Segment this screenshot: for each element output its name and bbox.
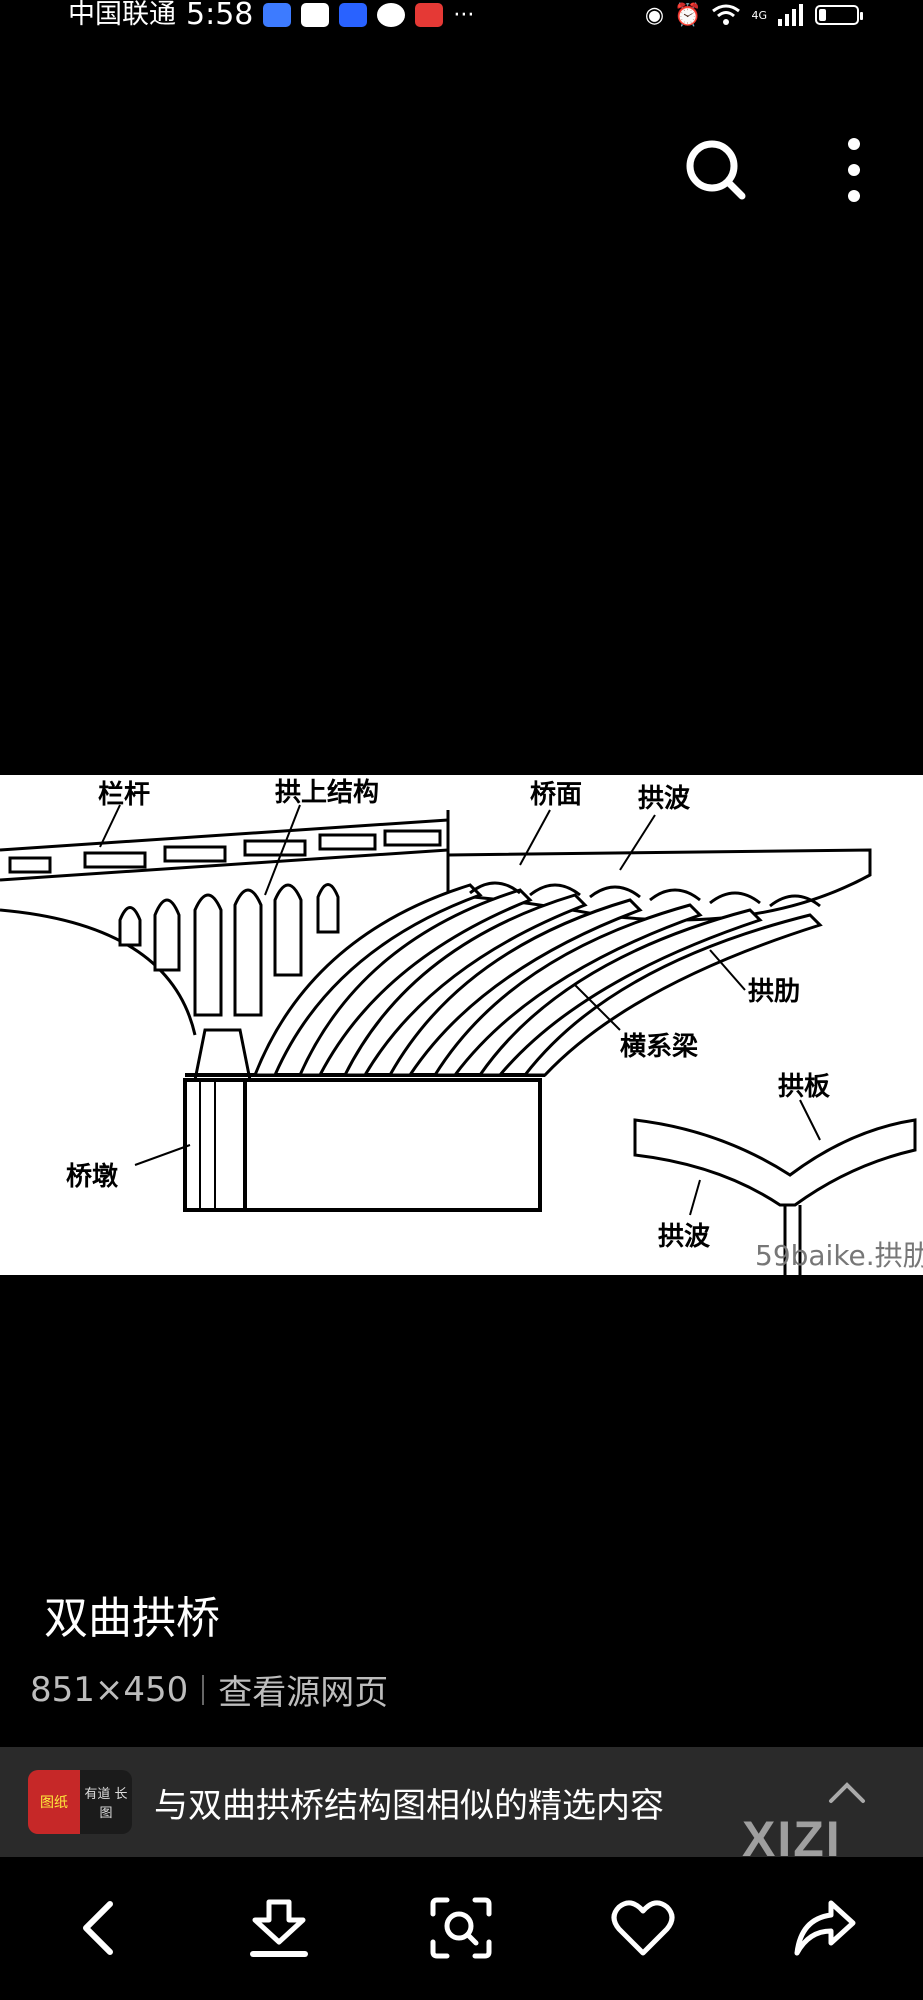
label-arch-wave: 拱波: [638, 784, 691, 814]
lens-scan-button[interactable]: [421, 1888, 501, 1968]
more-notifications-icon: ···: [453, 2, 475, 28]
battery-icon: [815, 5, 863, 25]
favorite-button[interactable]: [603, 1888, 683, 1968]
wifi-icon: [712, 4, 741, 25]
bottom-toolbar: [0, 1858, 923, 2000]
download-button[interactable]: [239, 1888, 319, 1968]
signal-icon: [778, 4, 803, 26]
clock-time: 5:58: [186, 0, 254, 32]
label-arch-rib: 拱肋: [748, 976, 800, 1007]
view-source-link[interactable]: 查看源网页: [218, 1673, 389, 1713]
back-icon: [83, 1901, 113, 1955]
hd-icon: ◉: [644, 2, 665, 28]
similar-content-text: 与双曲拱桥结构图相似的精选内容: [154, 1785, 664, 1826]
huawei-app-icon: [415, 3, 444, 27]
lens-scan-icon: [430, 1897, 492, 1959]
railing-drawing: [0, 810, 450, 895]
share-icon: [794, 1900, 856, 1956]
xizi-watermark: XIZI: [742, 1811, 842, 1867]
battery-level: [819, 9, 826, 21]
search-icon[interactable]: [682, 136, 750, 204]
label-arch-wave-2: 拱波: [658, 1222, 711, 1252]
meta-divider: [202, 1674, 205, 1705]
download-icon: [250, 1899, 308, 1957]
label-arch-superstructure: 拱上结构: [275, 778, 379, 808]
status-bar-right: ◉ ⏰ 4G: [644, 2, 863, 28]
image-title: 双曲拱桥: [44, 1593, 220, 1644]
label-deck: 桥面: [530, 780, 582, 810]
image-watermark: 59baike.拱肋: [755, 1239, 923, 1272]
label-railing: 栏杆: [98, 780, 150, 810]
thumbnail-right: 有道 长图: [80, 1770, 132, 1834]
back-button[interactable]: [58, 1888, 138, 1968]
share-button[interactable]: [785, 1888, 865, 1968]
hexagon-app-icon: [377, 3, 406, 27]
bridge-diagram: 栏杆 拱上结构 桥面 拱波 拱肋 横系梁 桥墩 拱板 拱波 59baike.拱肋: [0, 778, 923, 1275]
similar-content-banner[interactable]: 图纸 有道 长图 与双曲拱桥结构图相似的精选内容: [0, 1747, 923, 1857]
image-size: 851×450: [30, 1669, 189, 1710]
status-bar: 中国联通 5:58 ··· ◉ ⏰ 4G: [0, 0, 923, 30]
more-vertical-icon[interactable]: [830, 134, 878, 206]
label-arch-plate: 拱板: [778, 1072, 830, 1102]
shield-app-icon: [263, 3, 292, 27]
alarm-icon: ⏰: [674, 2, 702, 28]
bulb-app-icon: [339, 3, 368, 27]
image-meta: 851×450 查看源网页: [30, 1665, 388, 1714]
network-type: 4G: [751, 8, 767, 22]
heart-icon: [611, 1900, 675, 1956]
status-bar-left: 中国联通 5:58 ···: [68, 0, 474, 30]
chevron-up-icon[interactable]: [827, 1781, 867, 1805]
wechat-icon: [301, 3, 330, 27]
bridge-diagram-image[interactable]: 栏杆 拱上结构 桥面 拱波 拱肋 横系梁 桥墩 拱板 拱波 59baike.拱肋: [0, 775, 923, 1275]
label-cross-beam: 横系梁: [620, 1032, 698, 1062]
thumbnail-left: 图纸: [28, 1770, 80, 1834]
carrier-name: 中国联通: [68, 0, 176, 30]
label-pier: 桥墩: [66, 1162, 119, 1192]
similar-thumbnail: 图纸 有道 长图: [28, 1770, 132, 1834]
